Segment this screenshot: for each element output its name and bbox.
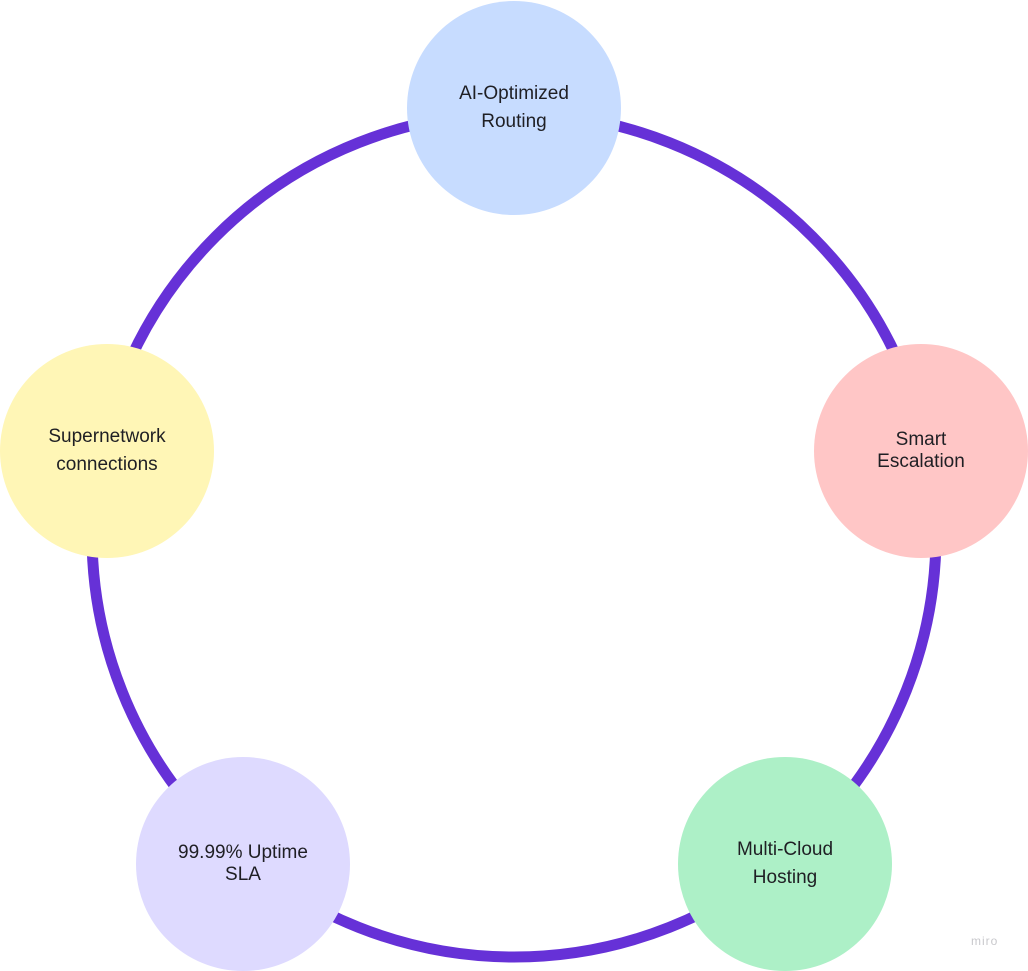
node-smart-escalation[interactable]: Smart Escalation xyxy=(814,344,1028,558)
node-uptime-sla[interactable]: 99.99% Uptime SLA xyxy=(136,757,350,971)
node-label: Supernetwork connections xyxy=(48,426,166,475)
node-ai-optimized-routing[interactable]: AI-Optimized Routing xyxy=(407,1,621,215)
miro-watermark: miro xyxy=(971,934,999,948)
node-label: Smart Escalation xyxy=(877,429,965,472)
node-label: Multi-Cloud Hosting xyxy=(736,839,834,888)
node-label: 99.99% Uptime SLA xyxy=(178,842,308,885)
node-multi-cloud-hosting[interactable]: Multi-Cloud Hosting xyxy=(678,757,892,971)
node-supernetwork-connections[interactable]: Supernetwork connections xyxy=(0,344,214,558)
node-label: AI-Optimized Routing xyxy=(459,83,569,132)
